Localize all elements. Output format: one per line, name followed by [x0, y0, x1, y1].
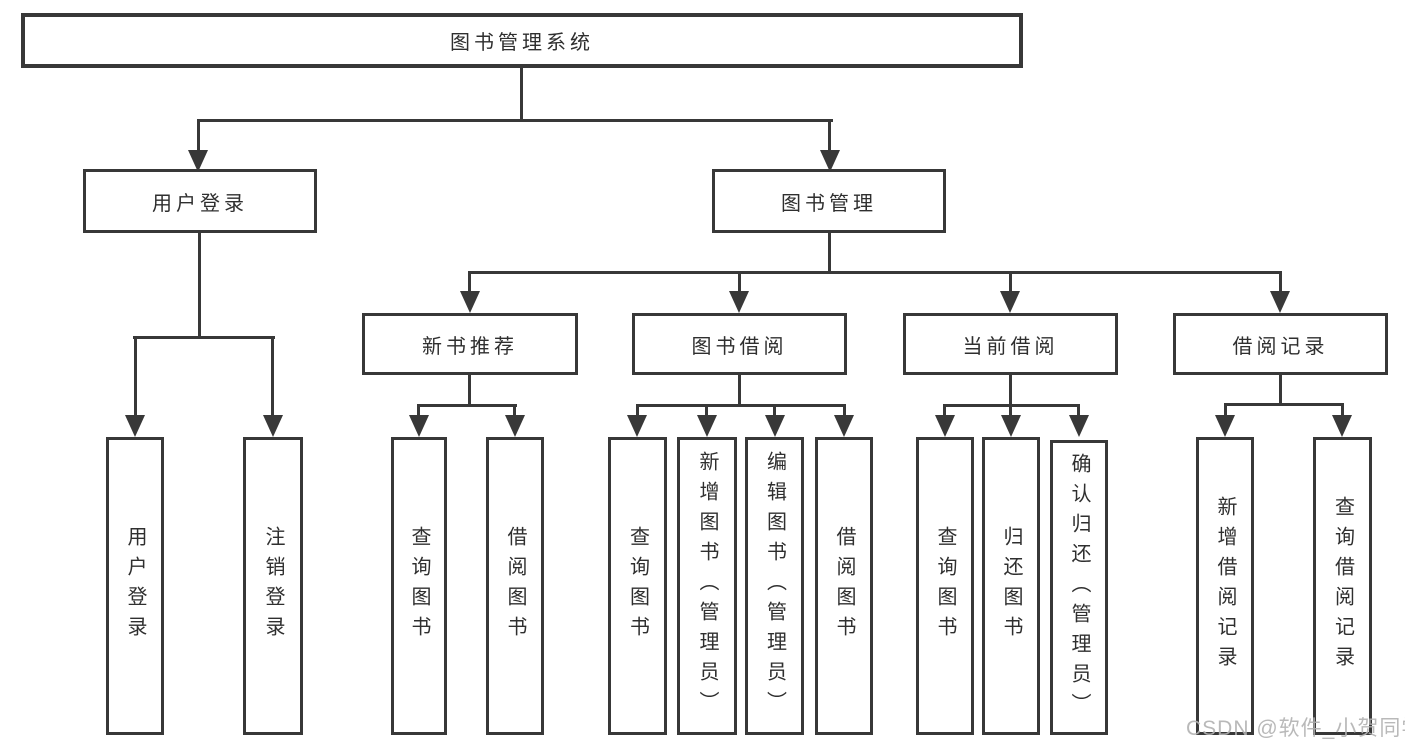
edge-leaf-stem: [1341, 403, 1344, 418]
leaf-confirm-return-admin: 确认归还（管理员）: [1050, 440, 1108, 735]
edge-to-new-book-stem: [468, 271, 471, 297]
edge-current-stem: [1009, 375, 1012, 407]
arrow-down-icon: [729, 291, 749, 313]
leaf-edit-books-admin: 编辑图书（管理员）: [745, 437, 804, 735]
edge-records-stem: [1279, 375, 1282, 406]
leaf-query-books-3: 查询图书: [916, 437, 974, 735]
leaf-add-borrow-record: 新增借阅记录: [1196, 437, 1254, 735]
edge-user-login-crossbar: [133, 336, 275, 339]
arrow-down-icon: [1270, 291, 1290, 313]
edge-leaf-stem: [843, 404, 846, 418]
edge-leaf-stem: [1077, 404, 1080, 418]
arrow-down-icon: [935, 415, 955, 437]
arrow-down-icon: [460, 291, 480, 313]
arrow-down-icon: [125, 415, 145, 437]
edge-book-mgmt-crossbar: [468, 271, 1282, 274]
node-new-book-rec: 新书推荐: [362, 313, 578, 375]
edge-records-crossbar: [1224, 403, 1344, 406]
leaf-return-books: 归还图书: [982, 437, 1040, 735]
edge-leaf-stem: [636, 404, 639, 418]
edge-new-book-crossbar: [417, 404, 517, 407]
edge-root-crossbar: [197, 119, 833, 122]
leaf-label: 确认归还（管理员）: [1068, 452, 1090, 723]
leaf-label: 新增借阅记录: [1214, 496, 1236, 676]
node-borrow-records: 借阅记录: [1173, 313, 1388, 375]
node-book-mgmt-label: 图书管理: [781, 192, 877, 215]
leaf-user-login: 用户登录: [106, 437, 164, 735]
edge-leaf-stem: [513, 404, 516, 418]
arrow-down-icon: [409, 415, 429, 437]
edge-leaf-stem: [417, 404, 420, 418]
leaf-label: 用户登录: [124, 526, 146, 646]
edge-root-stem: [520, 68, 523, 121]
node-root-system: 图书管理系统: [21, 13, 1023, 68]
arrow-down-icon: [1332, 415, 1352, 437]
edge-to-borrow-stem: [738, 271, 741, 297]
leaf-query-books-2: 查询图书: [608, 437, 667, 735]
edge-book-mgmt-stem: [828, 233, 831, 274]
leaf-label: 新增图书（管理员）: [696, 451, 718, 721]
edge-book-borrow-stem: [738, 375, 741, 407]
arrow-down-icon: [627, 415, 647, 437]
node-borrow-records-label: 借阅记录: [1232, 335, 1329, 358]
leaf-label: 归还图书: [1000, 526, 1022, 646]
leaf-label: 注销登录: [262, 526, 284, 646]
leaf-query-books-1: 查询图书: [391, 437, 447, 735]
edge-to-logout-leaf-stem: [271, 336, 274, 417]
arrow-down-icon: [765, 415, 785, 437]
arrow-down-icon: [505, 415, 525, 437]
node-user-login-label: 用户登录: [152, 192, 248, 215]
node-current-borrow: 当前借阅: [903, 313, 1118, 375]
csdn-watermark: CSDN @软件_小贺同学: [1186, 717, 1405, 740]
node-current-borrow-label: 当前借阅: [962, 335, 1059, 358]
arrow-down-icon: [188, 150, 208, 172]
leaf-label: 查询借阅记录: [1331, 496, 1354, 676]
edge-to-user-login-stem: [197, 119, 200, 153]
arrow-down-icon: [1069, 415, 1089, 437]
arrow-down-icon: [834, 415, 854, 437]
leaf-label: 借阅图书: [504, 526, 526, 646]
leaf-add-books-admin: 新增图书（管理员）: [677, 437, 737, 735]
edge-leaf-stem: [1009, 404, 1012, 418]
edge-leaf-stem: [1224, 403, 1227, 418]
edge-new-book-stem: [468, 375, 471, 407]
node-book-borrow-label: 图书借阅: [691, 335, 788, 358]
arrow-down-icon: [1000, 291, 1020, 313]
node-book-mgmt: 图书管理: [712, 169, 946, 233]
edge-user-login-stem: [198, 233, 201, 339]
arrow-down-icon: [820, 150, 840, 172]
node-book-borrow: 图书借阅: [632, 313, 847, 375]
node-root-label: 图书管理系统: [450, 32, 594, 54]
node-user-login: 用户登录: [83, 169, 317, 233]
arrow-down-icon: [263, 415, 283, 437]
edge-to-book-mgmt-stem: [828, 119, 831, 153]
leaf-query-borrow-record: 查询借阅记录: [1313, 437, 1372, 735]
edge-leaf-stem: [943, 404, 946, 418]
arrow-down-icon: [697, 415, 717, 437]
edge-leaf-stem: [773, 404, 776, 418]
leaf-label: 借阅图书: [833, 526, 855, 646]
arrow-down-icon: [1215, 415, 1235, 437]
edge-book-borrow-crossbar: [636, 404, 846, 407]
leaf-borrow-books-1: 借阅图书: [486, 437, 544, 735]
edge-to-login-leaf-stem: [134, 336, 137, 417]
arrow-down-icon: [1001, 415, 1021, 437]
edge-leaf-stem: [705, 404, 708, 418]
leaf-label: 查询图书: [626, 526, 649, 646]
leaf-label: 查询图书: [408, 526, 430, 646]
leaf-logout: 注销登录: [243, 437, 303, 735]
leaf-label: 查询图书: [934, 526, 956, 646]
leaf-label: 编辑图书（管理员）: [763, 451, 786, 721]
edge-to-current-stem: [1009, 271, 1012, 297]
edge-to-records-stem: [1279, 271, 1282, 297]
node-new-book-rec-label: 新书推荐: [422, 335, 518, 358]
leaf-borrow-books-2: 借阅图书: [815, 437, 873, 735]
